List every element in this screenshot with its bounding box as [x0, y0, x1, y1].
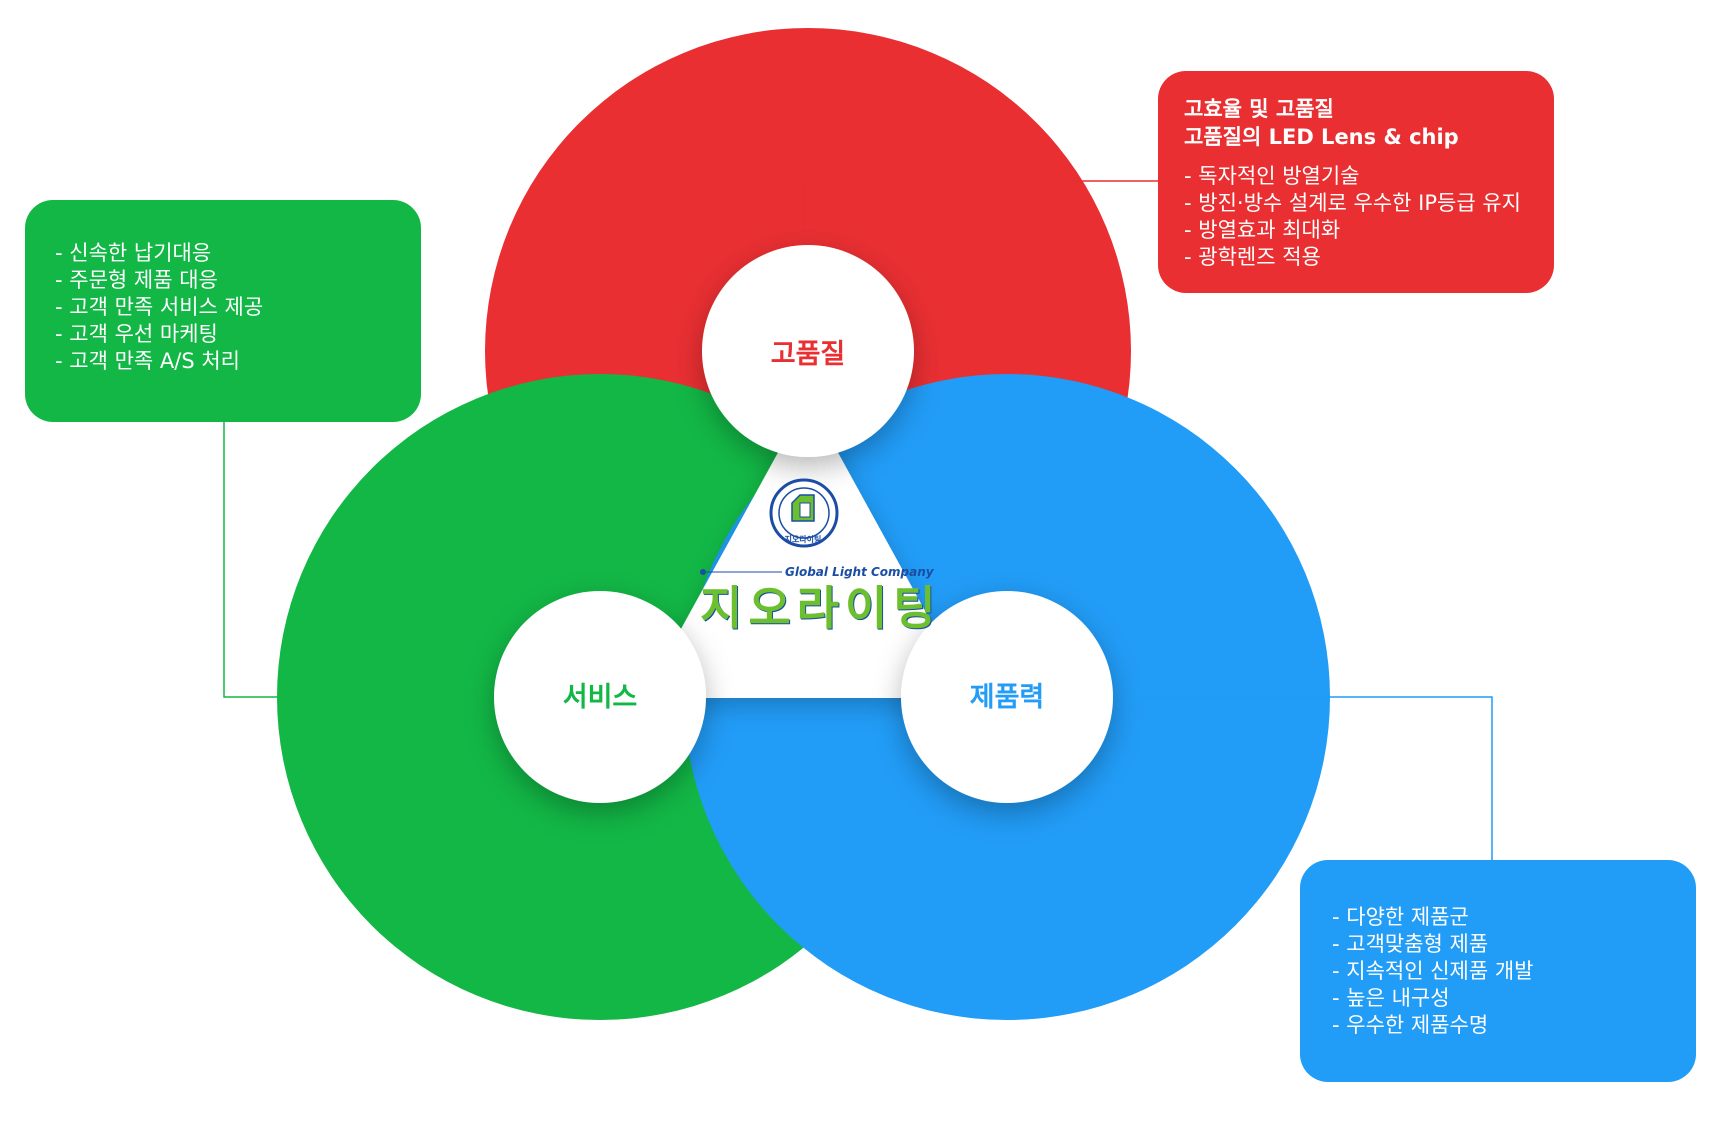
quality-info-box: 고효율 및 고품질 고품질의 LED Lens & chip - 독자적인 방열… — [1158, 71, 1554, 293]
list-item: - 독자적인 방열기술 — [1184, 164, 1360, 188]
center-triangle — [643, 398, 973, 698]
logo-english-name: Global Light Company — [785, 565, 934, 579]
company-logo-seal — [769, 478, 839, 548]
list-item: - 광학렌즈 적용 — [1184, 245, 1321, 269]
list-item: - 고객 만족 서비스 제공 — [55, 295, 264, 319]
list-item: - 방진·방수 설계로 우수한 IP등급 유지 — [1184, 191, 1521, 215]
quality-headline-1: 고효율 및 고품질 — [1184, 97, 1334, 121]
list-item: - 높은 내구성 — [1332, 986, 1450, 1010]
quality-feature-list: - 독자적인 방열기술 - 방진·방수 설계로 우수한 IP등급 유지 - 방열… — [1184, 163, 1528, 271]
list-item: - 고객 우선 마케팅 — [55, 322, 218, 346]
quality-headline-2: 고품질의 LED Lens & chip — [1184, 125, 1459, 149]
list-item: - 우수한 제품수명 — [1332, 1013, 1489, 1037]
product-connector — [1112, 696, 1493, 860]
list-item: - 고객맞춤형 제품 — [1332, 932, 1489, 956]
list-item: - 방열효과 최대화 — [1184, 218, 1341, 242]
list-item: - 다양한 제품군 — [1332, 905, 1469, 929]
list-item: - 지속적인 신제품 개발 — [1332, 959, 1534, 983]
service-node — [494, 591, 706, 803]
quality-label: 고품질 — [770, 339, 846, 370]
service-label: 서비스 — [562, 682, 638, 713]
list-item: - 고객 만족 A/S 처리 — [55, 349, 240, 373]
service-feature-list: - 신속한 납기대응 - 주문형 제품 대응 - 고객 만족 서비스 제공 - … — [55, 240, 391, 375]
logo-korean-name: 지오라이팅 — [700, 581, 942, 635]
product-label: 제품력 — [969, 682, 1045, 713]
quality-node — [702, 245, 914, 457]
logo-seal-text: 지오라이팅 — [784, 535, 822, 544]
list-item: - 주문형 제품 대응 — [55, 268, 218, 292]
service-connector — [223, 422, 496, 698]
list-item: - 신속한 납기대응 — [55, 241, 212, 265]
product-node — [901, 591, 1113, 803]
product-feature-list: - 다양한 제품군 - 고객맞춤형 제품 - 지속적인 신제품 개발 - 높은 … — [1332, 904, 1664, 1039]
service-info-box: - 신속한 납기대응 - 주문형 제품 대응 - 고객 만족 서비스 제공 - … — [25, 200, 421, 422]
quality-connector — [803, 180, 1158, 243]
product-info-box: - 다양한 제품군 - 고객맞춤형 제품 - 지속적인 신제품 개발 - 높은 … — [1300, 860, 1696, 1082]
logo-underline — [700, 569, 782, 575]
